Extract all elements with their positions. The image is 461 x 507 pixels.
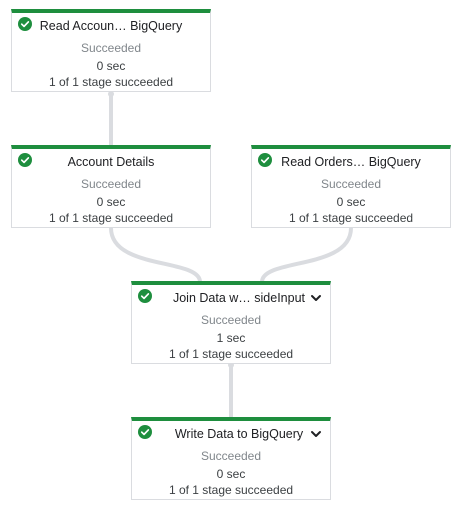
check-circle-icon — [18, 153, 32, 167]
node-write-data[interactable]: Write Data to BigQuery Succeeded 0 sec 1… — [131, 417, 331, 500]
chevron-down-icon[interactable] — [310, 428, 322, 440]
edge-read-orders-to-join-data — [260, 226, 353, 284]
check-circle-icon — [138, 425, 152, 439]
check-circle-icon — [258, 153, 272, 167]
node-stages: 1 of 1 stage succeeded — [168, 347, 294, 361]
node-title: Read Accoun… BigQuery — [39, 19, 183, 33]
node-read-orders[interactable]: Read Orders… BigQuery Succeeded 0 sec 1 … — [251, 145, 451, 228]
node-status: Succeeded — [80, 41, 142, 55]
node-stages: 1 of 1 stage succeeded — [168, 483, 294, 497]
node-stages: 1 of 1 stage succeeded — [48, 75, 174, 89]
node-duration: 0 sec — [216, 467, 246, 481]
check-circle-icon — [138, 289, 152, 303]
node-stages: 1 of 1 stage succeeded — [48, 211, 174, 225]
node-status: Succeeded — [320, 177, 382, 191]
node-stages: 1 of 1 stage succeeded — [288, 211, 414, 225]
edge-account-details-to-join-data — [109, 226, 202, 284]
node-title: Join Data w… sideInput — [172, 291, 305, 305]
node-status: Succeeded — [200, 313, 262, 327]
node-title: Read Orders… BigQuery — [281, 155, 421, 169]
check-circle-icon — [18, 17, 32, 31]
node-duration: 0 sec — [336, 195, 366, 209]
node-title: Write Data to BigQuery — [174, 427, 304, 441]
node-account-details[interactable]: Account Details Succeeded 0 sec 1 of 1 s… — [11, 145, 211, 228]
node-title: Account Details — [67, 155, 155, 169]
node-duration: 1 sec — [216, 331, 246, 345]
node-duration: 0 sec — [96, 59, 126, 73]
node-read-accounts[interactable]: Read Accoun… BigQuery Succeeded 0 sec 1 … — [11, 9, 211, 92]
node-status: Succeeded — [80, 177, 142, 191]
node-join-data[interactable]: Join Data w… sideInput Succeeded 1 sec 1… — [131, 281, 331, 364]
node-duration: 0 sec — [96, 195, 126, 209]
chevron-down-icon[interactable] — [310, 292, 322, 304]
node-status: Succeeded — [200, 449, 262, 463]
